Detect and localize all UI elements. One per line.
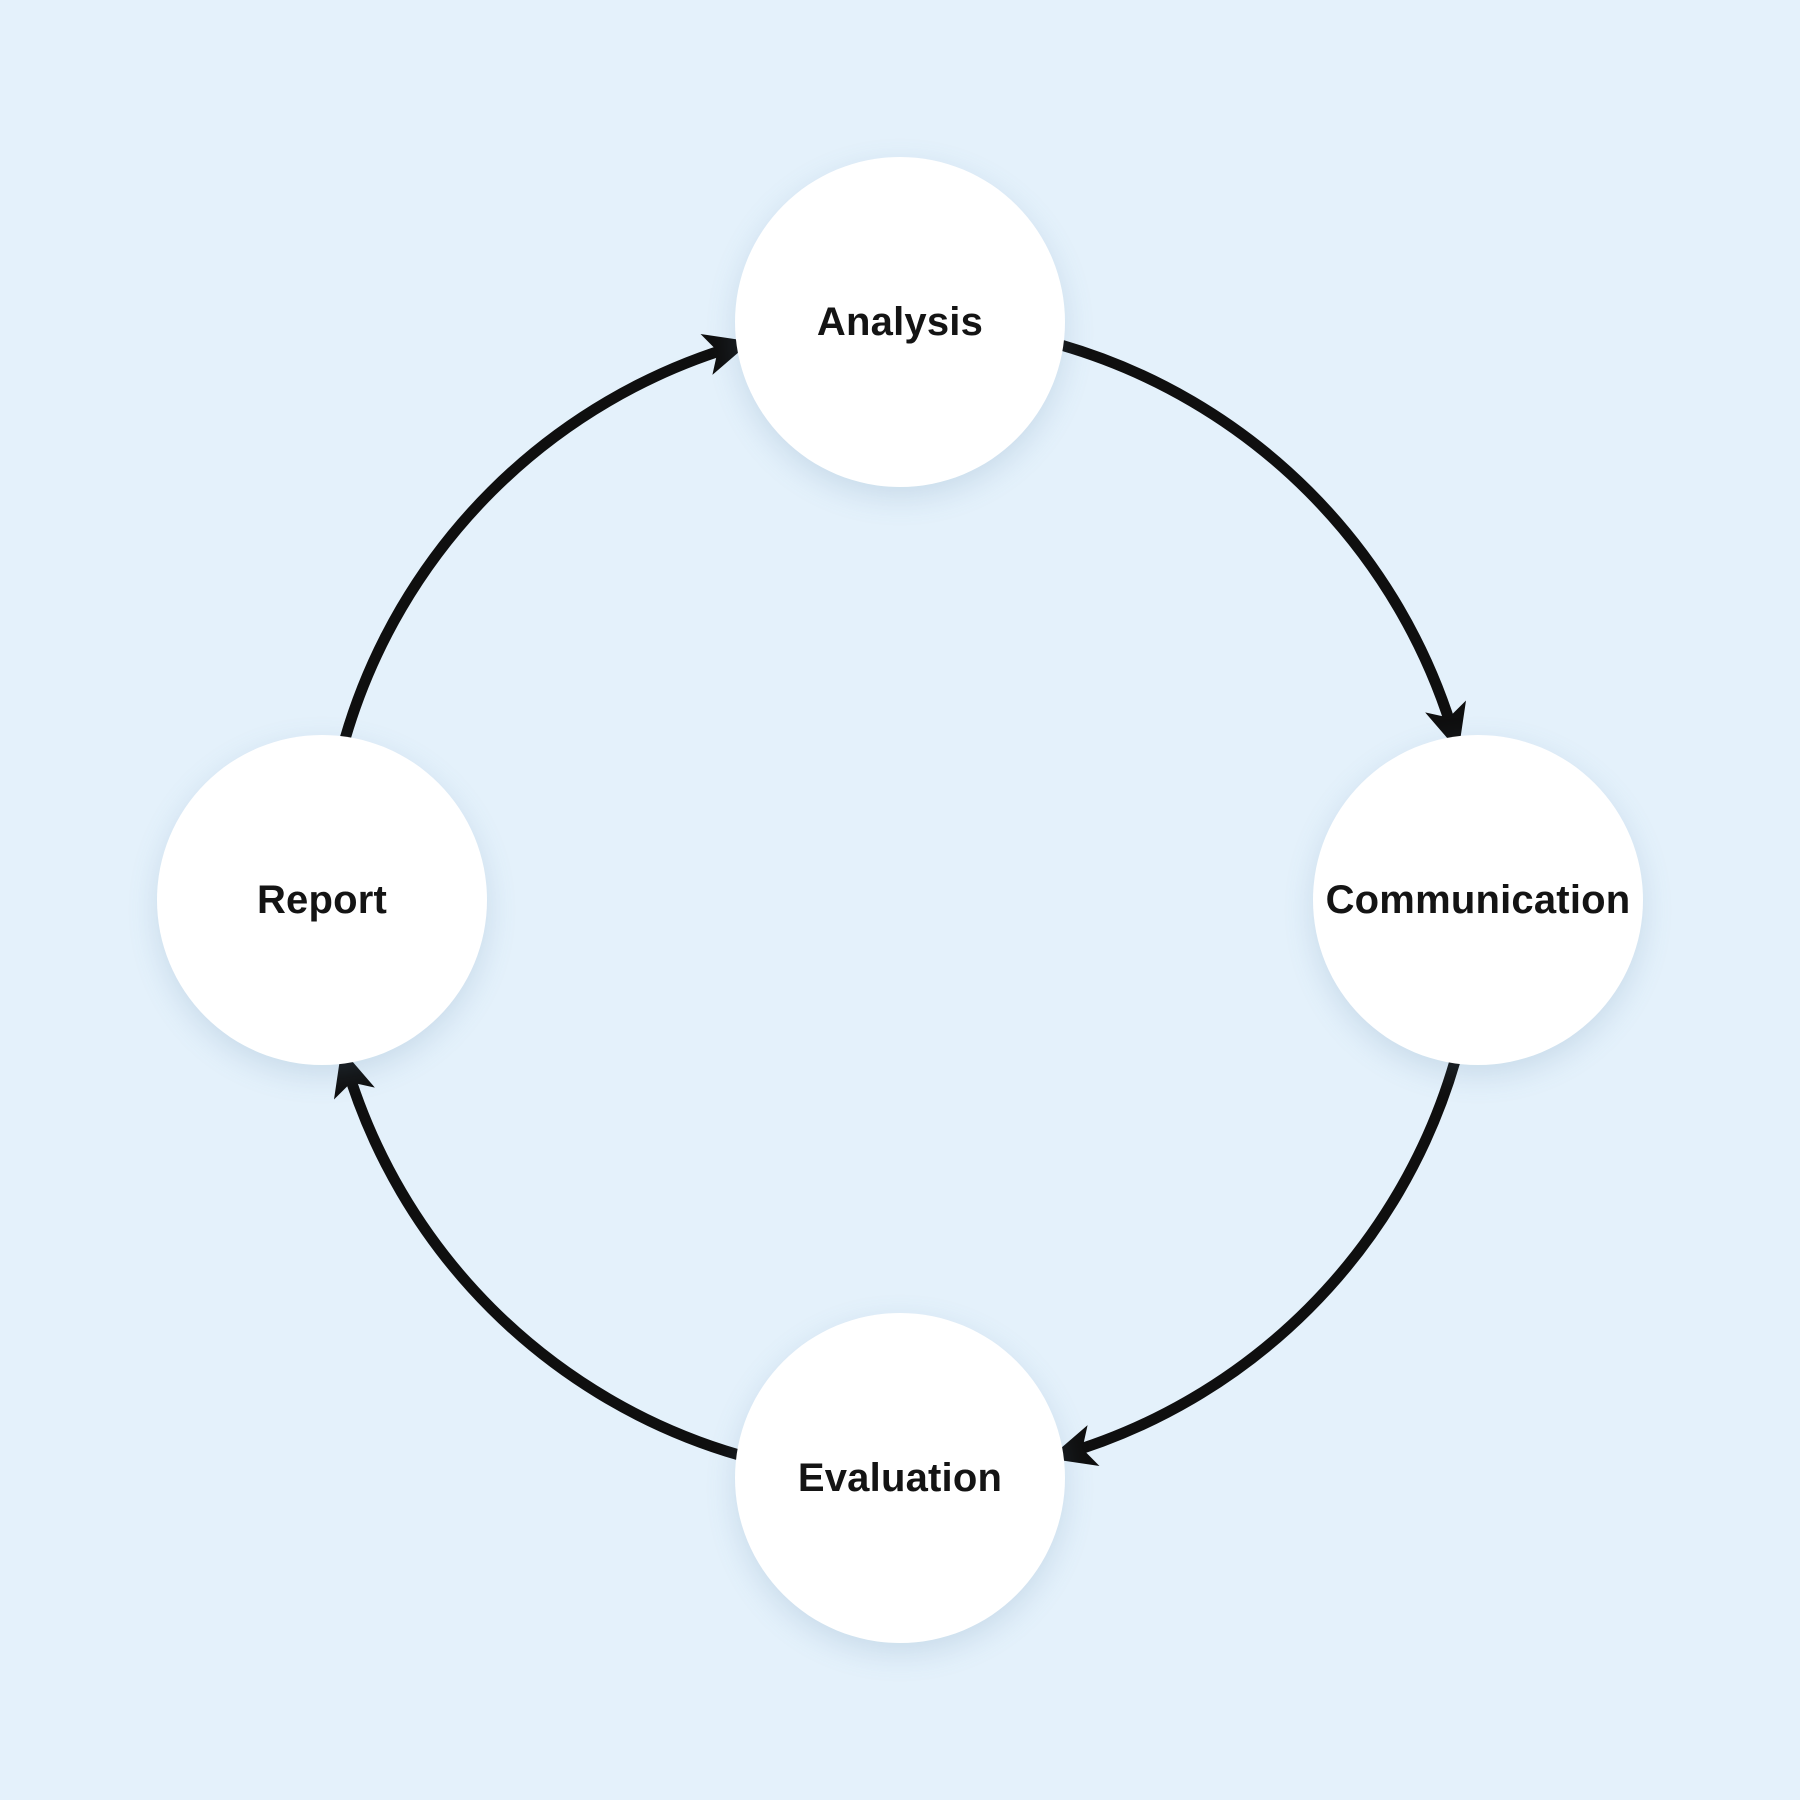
arrow-analysis-to-communication	[1055, 339, 1466, 752]
node-communication: Communication	[1313, 735, 1643, 1065]
node-report-label: Report	[256, 877, 388, 922]
node-evaluation: Evaluation	[735, 1313, 1065, 1643]
node-evaluation-label: Evaluation	[797, 1455, 1003, 1500]
arrow-evaluation-to-report	[334, 1048, 745, 1461]
arrow-report-to-analysis	[339, 334, 752, 745]
node-analysis-label: Analysis	[816, 299, 984, 344]
node-communication-label: Communication	[1325, 877, 1631, 922]
node-analysis: Analysis	[735, 157, 1065, 487]
node-report: Report	[157, 735, 487, 1065]
arrow-communication-to-evaluation	[1048, 1055, 1461, 1466]
